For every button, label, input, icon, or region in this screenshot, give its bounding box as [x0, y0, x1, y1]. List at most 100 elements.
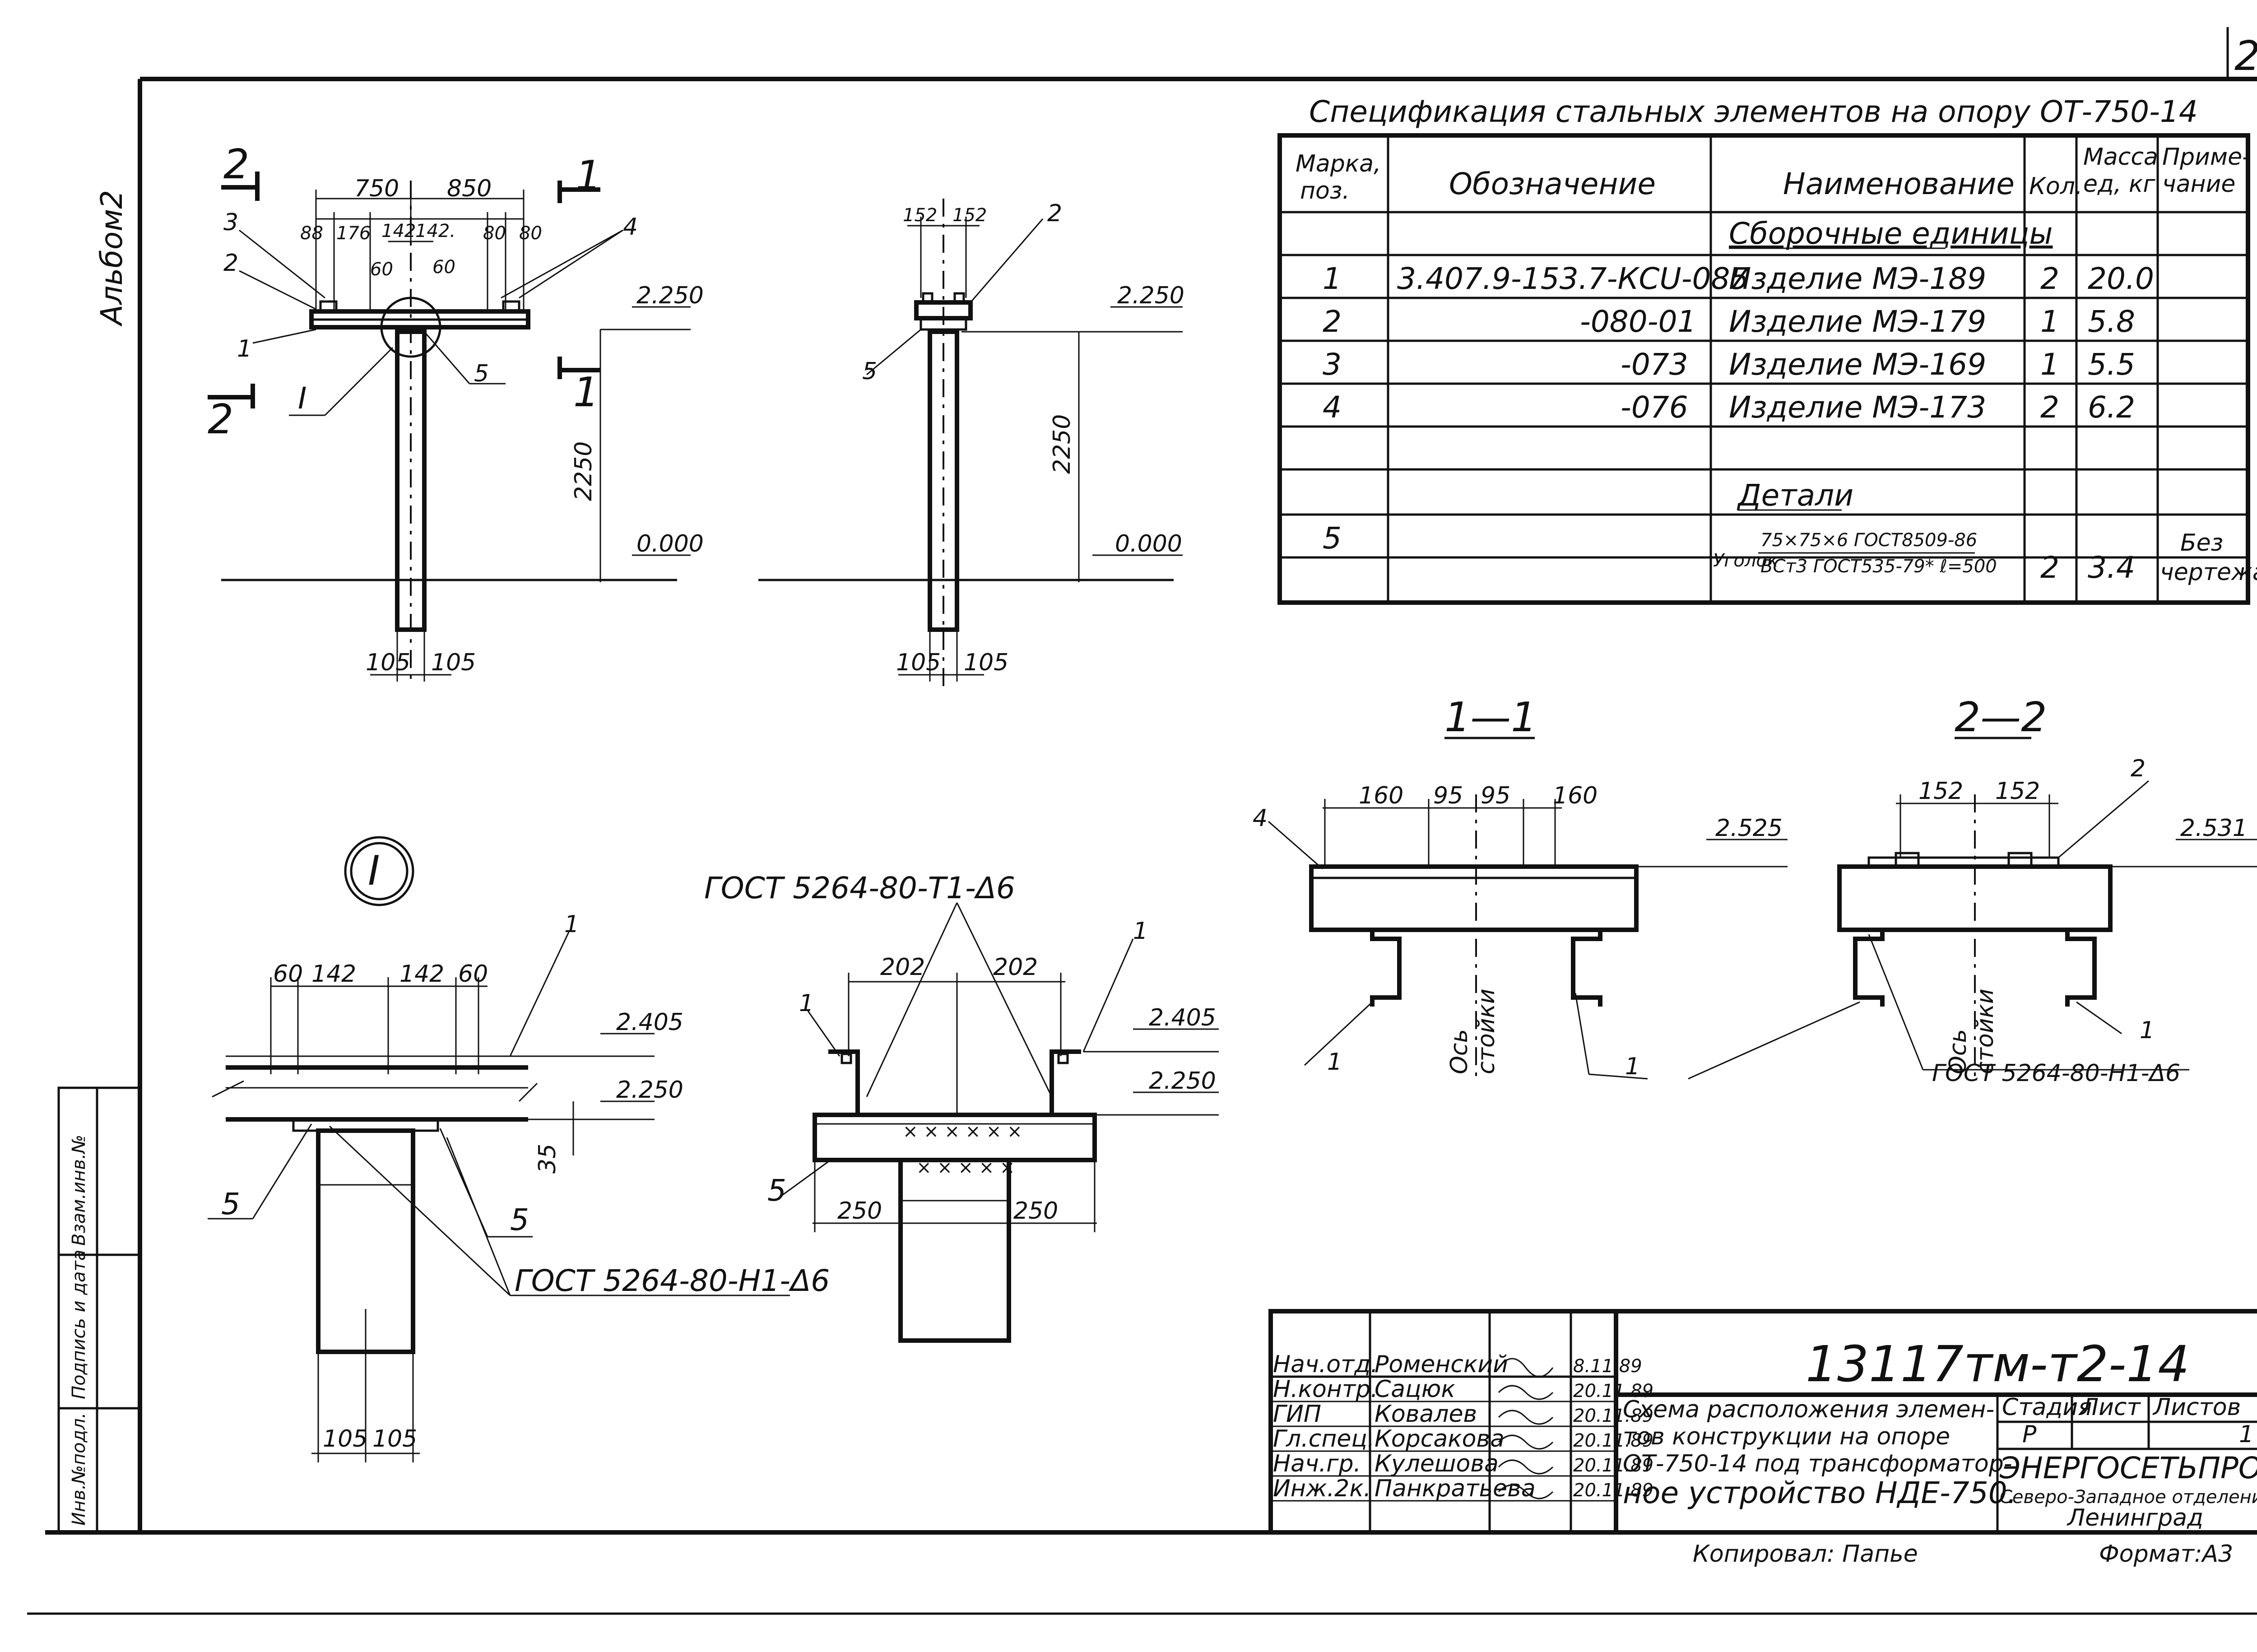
svg-text:152: 152	[1995, 778, 2040, 805]
svg-text:ГИП: ГИП	[1273, 1401, 1321, 1428]
svg-text:142.: 142.	[415, 221, 455, 241]
svg-text:ВСт3 ГОСТ535-79* ℓ=500: ВСт3 ГОСТ535-79* ℓ=500	[1760, 556, 1997, 577]
svg-text:Сацюк: Сацюк	[1375, 1376, 1455, 1403]
svg-text:0.000: 0.000	[1115, 530, 1182, 557]
svg-text:142: 142	[399, 961, 444, 988]
stamp-rows: Нач.отд. Н.контр. ГИП Гл.спец. Нач.гр. И…	[1271, 1351, 1653, 1502]
svg-text:2: 2	[223, 141, 249, 188]
svg-text:Роменский: Роменский	[1375, 1351, 1508, 1378]
svg-text:6.2: 6.2	[2088, 390, 2135, 425]
svg-text:4: 4	[1323, 390, 1342, 425]
svg-text:2: 2	[208, 396, 233, 443]
svg-text:20.11.89: 20.11.89	[1573, 1455, 1653, 1476]
svg-text:1: 1	[799, 990, 814, 1017]
svg-text:1: 1	[573, 369, 599, 416]
svg-text:Обозначение: Обозначение	[1449, 167, 1656, 201]
svg-text:Листов: Листов	[2152, 1394, 2241, 1421]
svg-text:Кулешова: Кулешова	[1375, 1450, 1499, 1477]
svg-text:-080-01: -080-01	[1580, 304, 1696, 339]
svg-text:3.407.9-153.7-КСU-085: 3.407.9-153.7-КСU-085	[1397, 261, 1749, 296]
svg-text:Ковалев: Ковалев	[1375, 1401, 1477, 1428]
svg-text:2250: 2250	[1049, 414, 1076, 474]
spec-row-2: 2 -080-01 Изделие МЭ-179 1 5.8	[1323, 304, 2135, 339]
svg-text:стойки: стойки	[1972, 988, 1999, 1074]
svg-text:Уголок: Уголок	[1713, 550, 1778, 571]
svg-text:Северо-Западное отделение: Северо-Западное отделение	[2000, 1487, 2257, 1508]
svg-text:142: 142	[381, 221, 416, 241]
spec-row-1: 1 3.407.9-153.7-КСU-085 Изделие МЭ-189 2…	[1323, 261, 2154, 296]
svg-text:5: 5	[767, 1173, 786, 1208]
svg-text:1: 1	[1327, 1049, 1342, 1076]
svg-text:Н.контр.: Н.контр.	[1273, 1376, 1378, 1403]
svg-text:Изделие МЭ-169: Изделие МЭ-169	[1729, 347, 1986, 382]
svg-text:5: 5	[862, 358, 877, 385]
svg-text:5.8: 5.8	[2088, 304, 2135, 339]
doc-number: 13117тм-т2-14	[1806, 1335, 2189, 1393]
svg-text:142: 142	[311, 961, 356, 988]
svg-text:Марка,: Марка,	[1296, 150, 1381, 177]
svg-text:Наименование: Наименование	[1783, 167, 2015, 201]
svg-text:750: 750	[354, 175, 399, 202]
svg-text:Изделие МЭ-189: Изделие МЭ-189	[1729, 261, 1986, 296]
svg-text:8.11.89: 8.11.89	[1573, 1356, 1642, 1377]
svg-text:2.531: 2.531	[2180, 815, 2248, 842]
svg-text:2250: 2250	[570, 441, 597, 501]
svg-text:Сборочные единицы: Сборочные единицы	[1729, 216, 2053, 251]
svg-text:88: 88	[300, 223, 323, 244]
title-block: 13117тм-т2-14 Нач.отд. Н.контр. ГИП Гл.с…	[1268, 1309, 2257, 1535]
svg-text:105: 105	[323, 1425, 367, 1452]
svg-text:105: 105	[366, 649, 410, 676]
svg-text:чертежа: чертежа	[2160, 559, 2257, 586]
svg-text:Приме-: Приме-	[2162, 144, 2251, 171]
svg-text:Гл.спец.: Гл.спец.	[1273, 1425, 1375, 1452]
spec-table: Спецификация стальных элементов на опору…	[1277, 94, 2257, 605]
svg-text:ГОСТ 5264-80-Н1-Δ6: ГОСТ 5264-80-Н1-Δ6	[1932, 1060, 2180, 1087]
svg-text:80: 80	[483, 223, 506, 244]
copied-by: Копировал: Папье	[1693, 1541, 1918, 1568]
svg-text:2.405: 2.405	[616, 1009, 683, 1036]
svg-text:1: 1	[2140, 1017, 2155, 1044]
svg-text:1: 1	[576, 152, 601, 200]
svg-text:20.0: 20.0	[2088, 261, 2154, 296]
svg-text:-076: -076	[1621, 390, 1688, 425]
svg-text:1: 1	[1625, 1053, 1640, 1080]
svg-text:0.000: 0.000	[636, 530, 704, 557]
svg-text:Детали: Детали	[1737, 478, 1853, 513]
svg-text:202: 202	[993, 954, 1038, 981]
svg-text:Стадия: Стадия	[2002, 1394, 2092, 1421]
svg-text:2—2: 2—2	[1955, 694, 2047, 741]
svg-text:202: 202	[880, 954, 925, 981]
svg-text:2.250: 2.250	[636, 282, 704, 309]
spec-row-5: 5 Уголок 75×75×6 ГОСТ8509-86 ВСт3 ГОСТ53…	[1323, 521, 2257, 586]
svg-text:2.405: 2.405	[1149, 1004, 1216, 1031]
svg-text:1: 1	[237, 335, 252, 362]
spec-row-4: 4 -076 Изделие МЭ-173 2 6.2	[1323, 390, 2135, 425]
svg-text:2.250: 2.250	[1149, 1067, 1216, 1095]
node-I: I 60 142 142 60 1 2.405 2.250 35 5	[208, 836, 830, 1462]
svg-text:Ось: Ось	[1446, 1029, 1473, 1074]
node-side-view: ГОСТ 5264-80-Т1-Δ6 × × × × × × × × × × ×…	[704, 871, 1219, 1343]
svg-text:Нач.гр.: Нач.гр.	[1273, 1450, 1361, 1477]
svg-text:Р: Р	[2022, 1421, 2037, 1448]
svg-text:Ленинград: Ленинград	[2067, 1504, 2203, 1531]
svg-text:75×75×6 ГОСТ8509-86: 75×75×6 ГОСТ8509-86	[1760, 530, 1977, 551]
svg-text:Корсакова: Корсакова	[1375, 1425, 1505, 1452]
svg-text:2: 2	[2040, 550, 2059, 585]
svg-text:5: 5	[1323, 521, 1342, 556]
side-view: 152 152 2 5 2.250 0.000 2250 105 105	[758, 199, 1184, 686]
svg-text:160: 160	[1359, 782, 1403, 809]
svg-text:2: 2	[1047, 200, 1062, 227]
svg-text:Инв.№подл.: Инв.№подл.	[69, 1412, 89, 1526]
svg-text:Схема расположения элемен-: Схема расположения элемен-	[1623, 1396, 1994, 1423]
svg-text:5: 5	[510, 1202, 529, 1237]
svg-text:стойки: стойки	[1473, 988, 1500, 1074]
svg-text:35: 35	[534, 1144, 561, 1174]
page-number: 26	[2234, 32, 2257, 80]
svg-text:1: 1	[2040, 304, 2059, 339]
svg-text:I: I	[368, 847, 380, 895]
svg-text:Инж.2к.: Инж.2к.	[1273, 1475, 1371, 1502]
svg-text:4: 4	[1253, 805, 1268, 832]
svg-text:250: 250	[1013, 1197, 1058, 1225]
svg-text:2.525: 2.525	[1715, 815, 1783, 842]
svg-text:60: 60	[458, 961, 488, 988]
